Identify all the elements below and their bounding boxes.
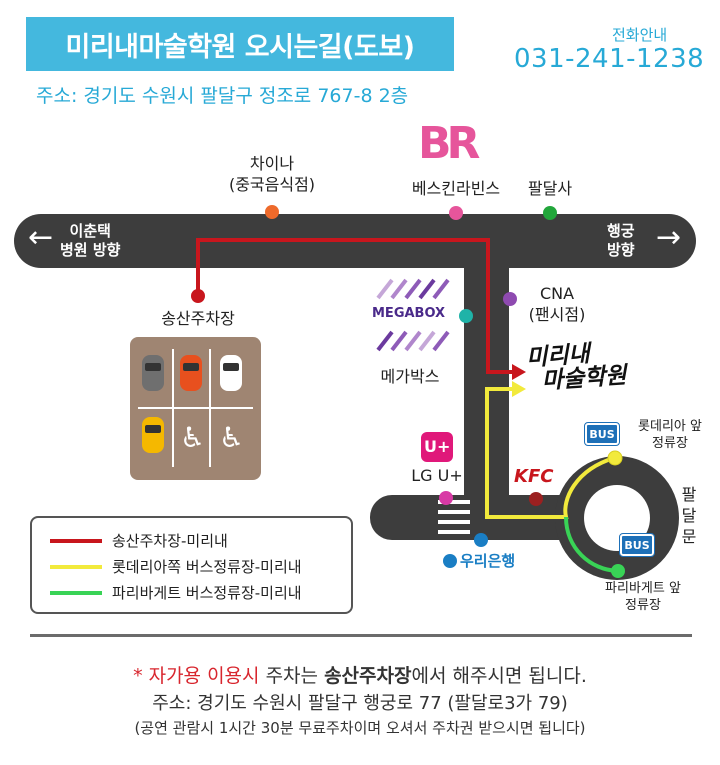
megabox-stripes [376,278,450,352]
megabox-logo: MEGABOX [372,306,446,321]
woori-icon [443,554,457,568]
marker-megabox [459,309,473,323]
marker-kfc [529,492,543,506]
header-address: 주소: 경기도 수원시 팔달구 정조로 767-8 2층 [36,85,409,107]
marker-paldalsa [543,206,557,220]
legend-swatch-red [50,538,102,543]
marker-baskin [449,206,463,220]
destination-label: 미리내 마술학원 [525,340,628,395]
label-china: 차이나(중국음식점) [228,154,316,194]
bus-sign-paris: BUS [619,533,655,557]
marker-china [265,205,279,219]
crosswalk [438,500,470,534]
bus-sign-lotteria: BUS [584,422,620,446]
lgu-logo-bg [421,432,453,462]
marker-songsan-parking [191,289,205,303]
arrow-right-icon: → [656,220,682,255]
parking-lot-drawing: ♿ ♿ [138,349,253,467]
divider [30,634,692,637]
route-red [196,238,512,374]
label-baskin: 베스킨라빈스 [411,179,501,198]
label-megabox: 메가박스 [380,367,440,386]
phone-label: 전화안내 [612,26,668,44]
car-yellow [142,417,164,453]
kfc-logo: KFC [514,466,554,487]
legend-item-green: 파리바게트 버스정류장-미리내 [50,582,302,603]
phone-number[interactable]: 031-241-1238 [514,44,705,74]
label-songsan-parking: 송산주차장 [161,309,235,328]
car-orange [180,355,202,391]
legend-swatch-green [50,590,102,595]
wheelchair-icon: ♿ [180,421,205,454]
car-gray [142,355,164,391]
parking-note: * 자가용 이용시 주차는 송산주차장에서 해주시면 됩니다. [133,665,587,687]
marker-cna [503,292,517,306]
route-yellow [485,387,615,519]
legend-swatch-yellow [50,564,102,569]
parking-free-note: (공연 관람시 1시간 30분 무료주차이며 오셔서 주차권 받으시면 됩니다) [134,719,586,737]
route-green [564,516,619,573]
car-white [220,355,242,391]
arrow-left-icon: ← [28,220,54,255]
parking-lot: ♿ ♿ [130,337,261,480]
route-yellow-arrow [512,381,526,397]
lgu-logo-text: U+ [424,437,451,456]
parking-address: 주소: 경기도 수원시 팔달구 행궁로 77 (팔달로3가 79) [152,693,568,714]
baskin-robbins-logo: BR [418,118,480,169]
wheelchair-icon: ♿ [219,421,244,454]
label-paldalsa: 팔달사 [527,179,573,198]
legend-item-yellow: 롯데리아쪽 버스정류장-미리내 [50,556,302,577]
label-paldalmun: 팔 달 문 [681,485,697,546]
marker-woori [474,533,488,547]
page-title: 미리내마술학원 오시는길(도보) [26,17,454,71]
legend-item-red: 송산주차장-미리내 [50,530,228,551]
marker-paris-stop [611,564,625,578]
marker-lgu [439,491,453,505]
route-red-arrow [512,364,526,380]
label-lgu: LG U+ [411,466,463,485]
marker-lotteria-stop [607,450,623,466]
label-woori: 우리은행 [443,550,515,571]
label-cna: CNA(팬시점) [528,284,586,324]
route-legend: 송산주차장-미리내 롯데리아쪽 버스정류장-미리내 파리바게트 버스정류장-미리… [30,516,353,614]
